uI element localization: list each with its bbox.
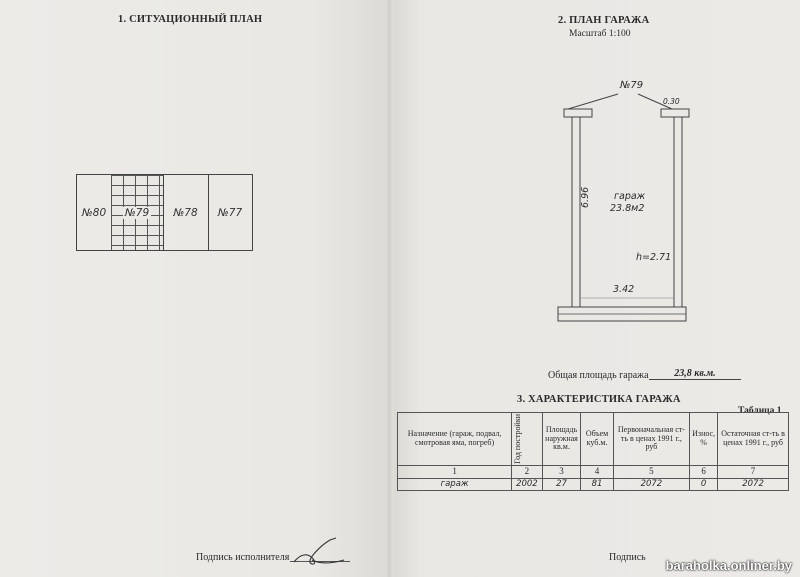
cell-volume: 81 (580, 477, 614, 492)
page-fold (388, 0, 394, 577)
width-dimension: 3.42 (613, 284, 635, 295)
site-plot-79-label: №79 (122, 206, 152, 219)
wall-thickness: 0.30 (663, 97, 680, 106)
right-top-cap (660, 108, 690, 118)
cell-residual-cost: 2072 (717, 477, 789, 492)
header-residual-cost: Остаточная ст-ть в ценах 1991 г., руб (717, 412, 789, 466)
left-top-cap (563, 108, 593, 118)
cell-purpose: гараж (396, 477, 513, 492)
gable-left-line (567, 93, 619, 110)
garage-floor-plan (557, 93, 690, 322)
header-volume: Объем куб.м. (580, 412, 614, 466)
room-name: гараж (614, 191, 646, 202)
header-year-cell: Год постройки (511, 412, 543, 466)
table-number-row: 1 2 3 4 5 6 7 (396, 464, 789, 479)
site-plot-78: №78 (163, 175, 209, 250)
col-number-6: 6 (689, 464, 719, 479)
col-number-4: 4 (580, 464, 614, 479)
plan-number: №79 (620, 80, 644, 91)
col-number-1: 1 (396, 464, 513, 479)
section3-title: 3. ХАРАКТЕРИСТИКА ГАРАЖА (517, 394, 681, 405)
header-area: Площадь наружная кв.м. (541, 412, 582, 466)
cell-area: 27 (541, 477, 582, 492)
col-number-5: 5 (612, 464, 691, 479)
garage-characteristics-table: Назначение (гараж, подвал, смотровая яма… (396, 412, 789, 492)
left-wall (571, 116, 581, 308)
right-signature-label: Подпись (609, 552, 646, 563)
total-area-value: 23,8 кв.м. (649, 368, 741, 380)
left-signature-line (290, 561, 350, 562)
gable-right-line (637, 93, 673, 110)
cell-initial-cost: 2072 (612, 477, 691, 492)
site-plot-77: №77 (217, 206, 243, 219)
right-wall (673, 116, 683, 308)
height-dimension: h=2.71 (636, 252, 672, 263)
header-year: Год постройки (513, 414, 523, 464)
plan-scale: Масштаб 1:100 (569, 29, 631, 39)
site-plan: №80 №79 №78 №77 (76, 174, 253, 251)
section2-title: 2. ПЛАН ГАРАЖА (558, 15, 650, 26)
table-label: Таблица 1 (738, 406, 782, 416)
header-initial-cost: Первоначальная ст-ть в ценах 1991 г., ру… (612, 412, 691, 466)
cell-year: 2002 (511, 477, 543, 492)
left-page (0, 0, 392, 577)
col-number-7: 7 (717, 464, 789, 479)
site-plot-80: №80 (77, 175, 112, 250)
left-signature-label: Подпись исполнителя (196, 552, 290, 563)
cell-wear: 0 (689, 477, 719, 492)
col-number-3: 3 (541, 464, 582, 479)
col-number-2: 2 (511, 464, 543, 479)
left-signature-mark (293, 537, 345, 565)
watermark: baraholka.onliner.by (665, 558, 792, 573)
header-wear: Износ, % (689, 412, 719, 466)
table-header-row: Назначение (гараж, подвал, смотровая яма… (396, 412, 789, 466)
header-purpose: Назначение (гараж, подвал, смотровая яма… (396, 412, 513, 466)
room-area: 23.8м2 (610, 203, 645, 214)
site-plot-79: №79 (111, 175, 164, 250)
total-area-label: Общая площадь гаража (548, 370, 649, 381)
section1-title: 1. СИТУАЦИОННЫЙ ПЛАН (118, 14, 263, 25)
length-dimension: 6.96 (580, 186, 591, 208)
table-row: гараж 2002 27 81 2072 0 2072 (396, 477, 789, 492)
